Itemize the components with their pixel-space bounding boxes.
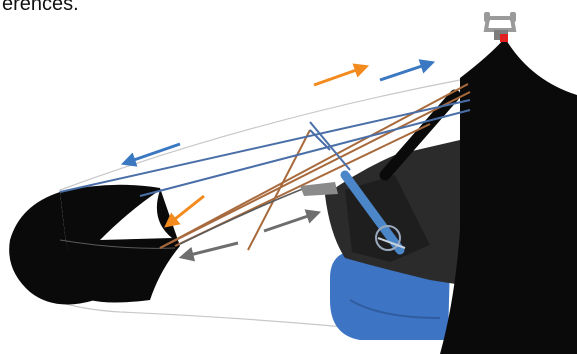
arrow-right-icon [380,64,428,80]
arrow-right-icon [314,68,362,85]
carabiner [484,12,516,42]
back-panel [440,38,577,354]
